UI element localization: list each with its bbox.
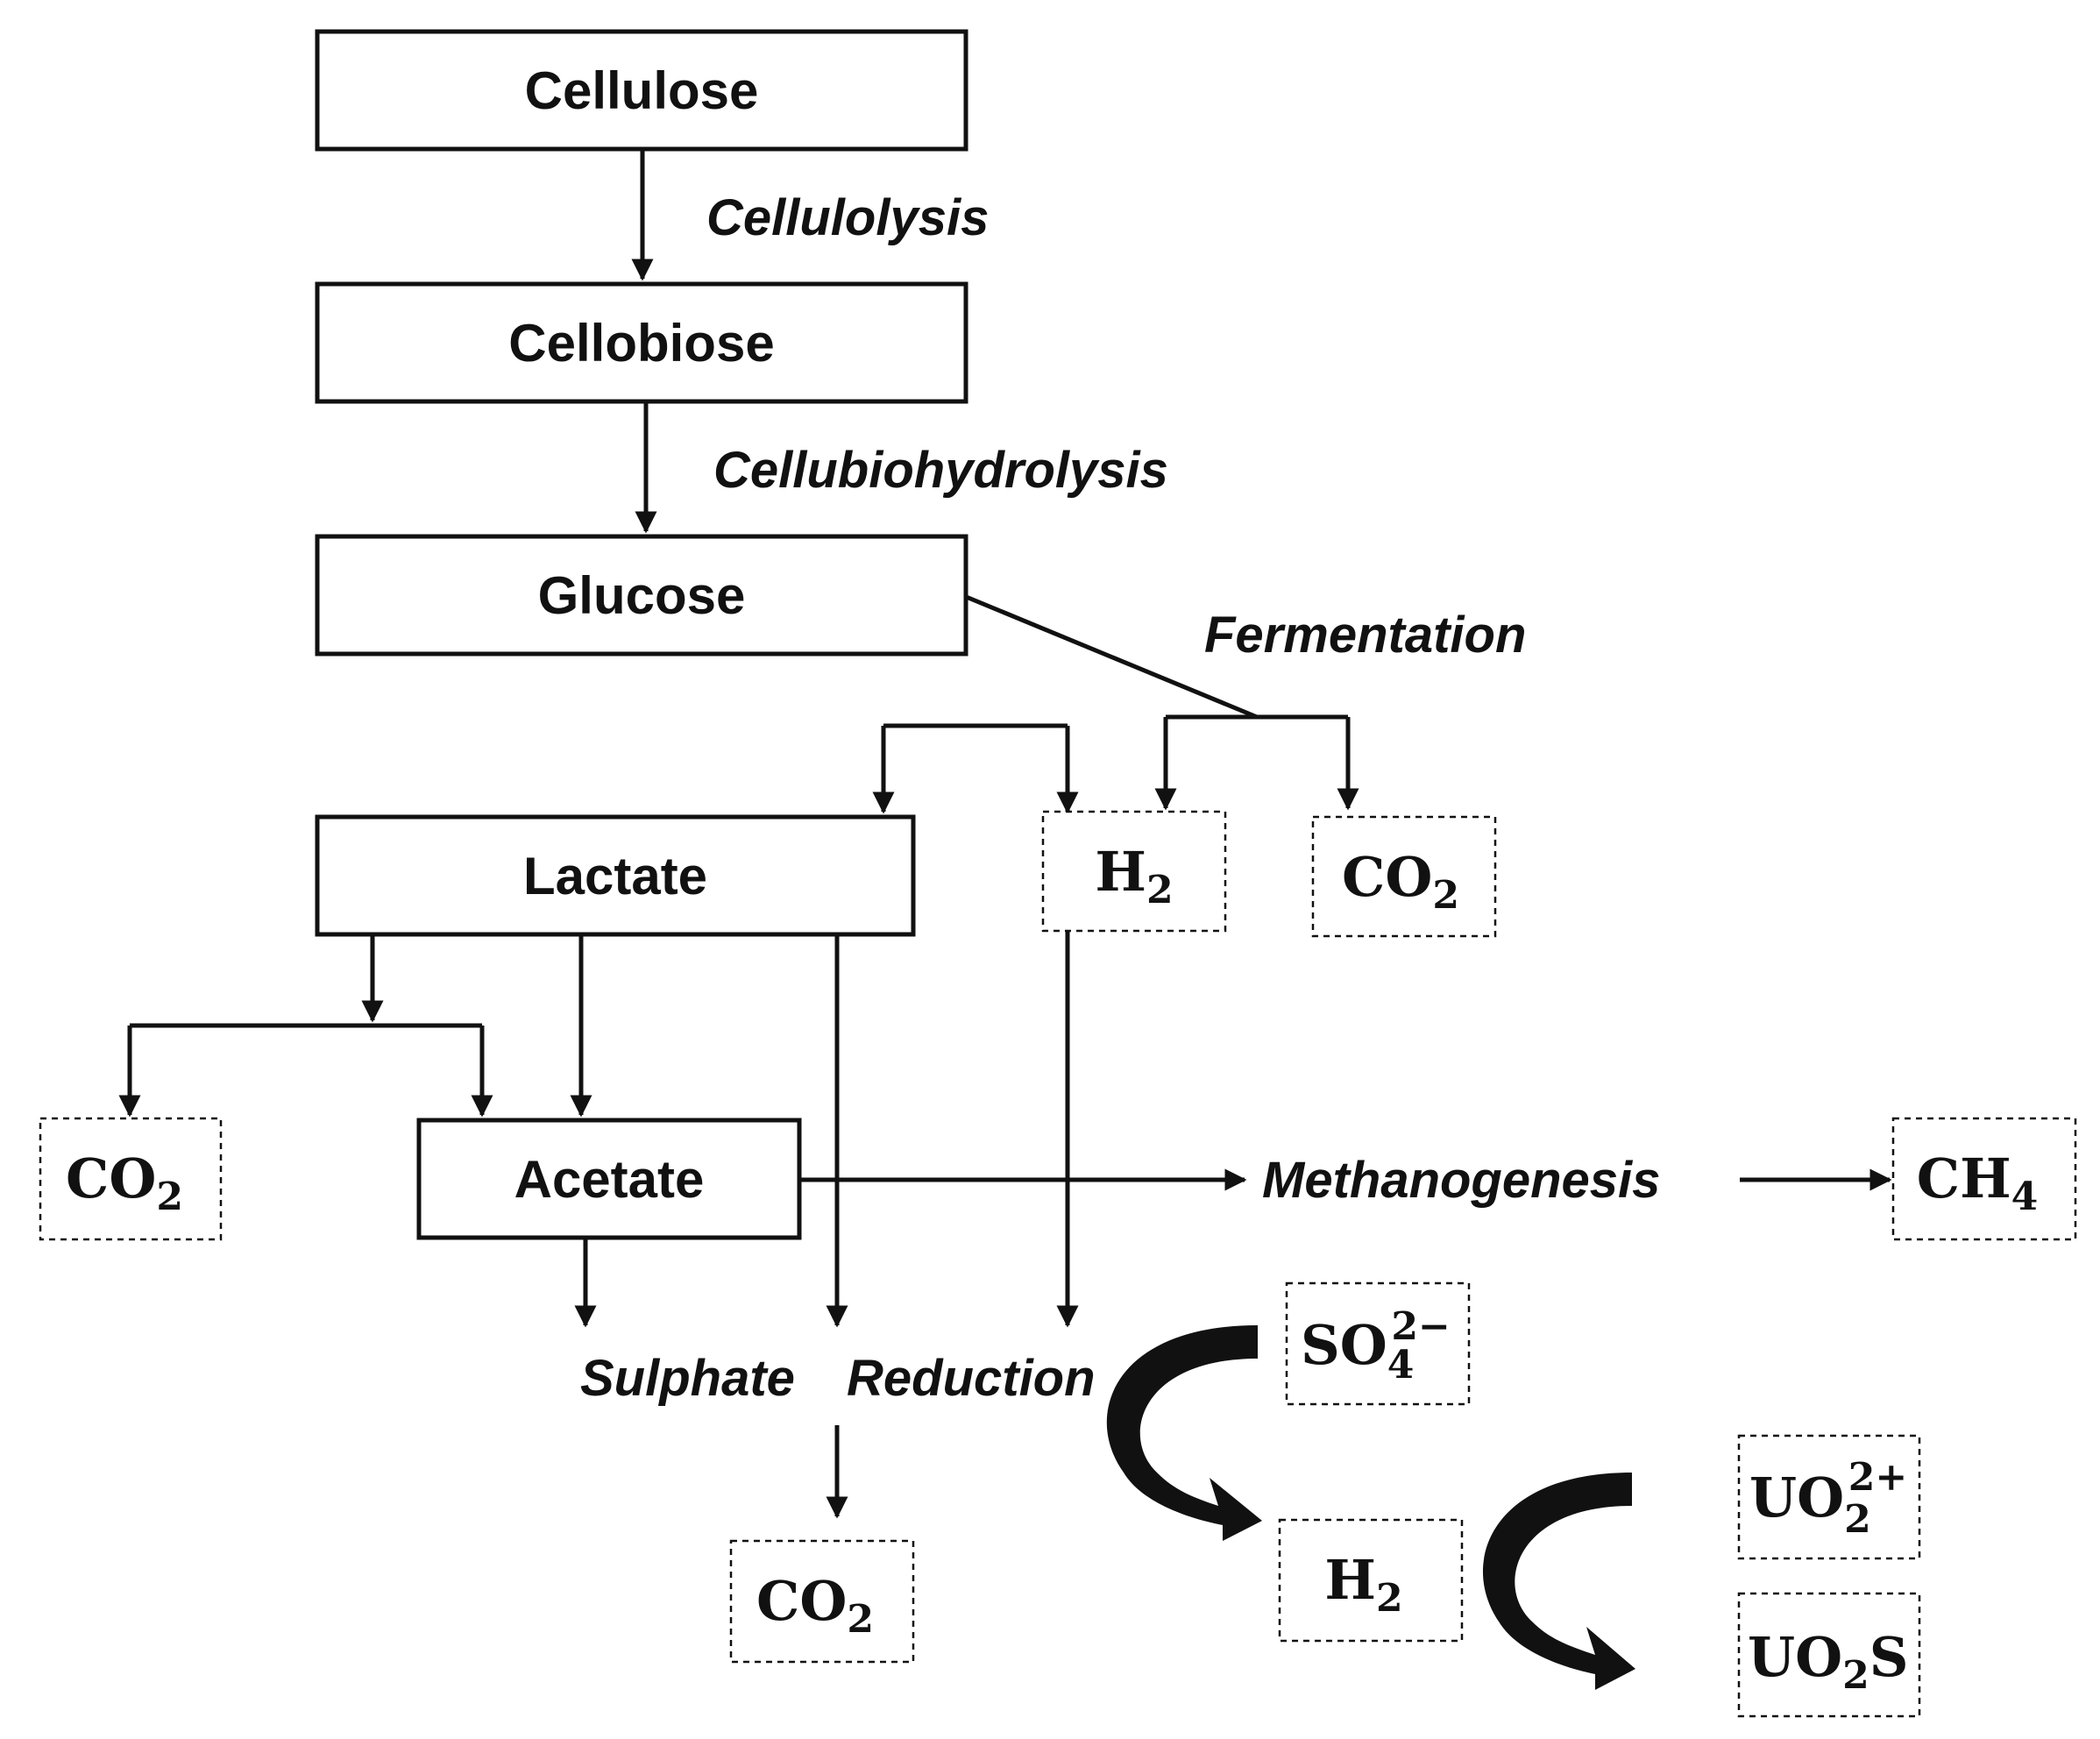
species-so4: SO42− xyxy=(1285,1281,1471,1406)
so4-base: SO xyxy=(1301,1313,1387,1377)
svg-text:UO22+: UO22+ xyxy=(1749,1455,1907,1542)
node-cellulose: Cellulose xyxy=(315,29,968,152)
uo2s-tail: S xyxy=(1869,1625,1909,1689)
species-h2-top: H2 xyxy=(1041,810,1227,933)
species-uo2s: UO2S xyxy=(1737,1592,1921,1718)
uo2-ion-sub: 2 xyxy=(1844,1497,1871,1542)
uo2-ion-sup: 2+ xyxy=(1848,1455,1907,1500)
h2-bottom-sub: 2 xyxy=(1376,1576,1403,1621)
process-cellulolysis: Cellulolysis xyxy=(706,189,989,246)
process-fermentation: Fermentation xyxy=(1204,607,1526,664)
node-lactate: Lactate xyxy=(315,814,916,937)
node-acetate: Acetate xyxy=(416,1118,802,1240)
co2-fermentation-base: CO xyxy=(1342,845,1432,909)
line-glucose-fermentation xyxy=(963,593,1258,720)
so4-sup: 2− xyxy=(1391,1304,1450,1349)
glucose-label: Glucose xyxy=(538,566,746,625)
svg-text:H2: H2 xyxy=(1324,1548,1402,1621)
svg-text:CO2: CO2 xyxy=(756,1569,874,1642)
species-co2-bottom: CO2 xyxy=(729,1539,915,1664)
species-co2-fermentation: CO2 xyxy=(1311,815,1497,938)
h2-top-base: H xyxy=(1095,840,1146,904)
uo2s-sub: 2 xyxy=(1842,1653,1869,1698)
svg-text:CH4: CH4 xyxy=(1917,1146,2039,1219)
species-uo2-ion: UO22+ xyxy=(1737,1434,1921,1560)
process-sulphate: Sulphate xyxy=(580,1350,795,1407)
uo2-ion-base: UO xyxy=(1749,1466,1844,1530)
svg-text:H2: H2 xyxy=(1095,840,1173,912)
node-glucose: Glucose xyxy=(315,534,968,657)
svg-text:UO2S: UO2S xyxy=(1748,1625,1908,1698)
h2-top-sub: 2 xyxy=(1146,868,1174,912)
species-co2-left: CO2 xyxy=(39,1117,223,1241)
svg-text:CO2: CO2 xyxy=(1342,845,1459,918)
co2-bottom-sub: 2 xyxy=(847,1597,874,1642)
ch4-sub: 4 xyxy=(2011,1175,2039,1219)
co2-fermentation-sub: 2 xyxy=(1432,873,1459,918)
co2-left-sub: 2 xyxy=(156,1175,183,1219)
curved-arrow-so4-h2 xyxy=(1106,1325,1262,1541)
svg-text:CO2: CO2 xyxy=(66,1146,183,1219)
uo2s-base: UO xyxy=(1748,1625,1842,1689)
process-cellubiohydrolysis: Cellubiohydrolysis xyxy=(713,442,1168,499)
process-methanogenesis: Methanogenesis xyxy=(1262,1152,1660,1209)
species-ch4: CH4 xyxy=(1891,1117,2077,1241)
acetate-label: Acetate xyxy=(514,1150,705,1209)
co2-bottom-base: CO xyxy=(756,1569,847,1633)
svg-text:SO42−: SO42− xyxy=(1301,1304,1451,1388)
lactate-label: Lactate xyxy=(523,847,707,905)
h2-bottom-base: H xyxy=(1324,1548,1376,1612)
connectors xyxy=(118,149,1892,1519)
curved-arrow-h2-uo2s xyxy=(1482,1473,1635,1690)
species-h2-bottom: H2 xyxy=(1278,1518,1464,1643)
process-reduction: Reduction xyxy=(847,1350,1096,1407)
node-cellobiose: Cellobiose xyxy=(315,281,968,404)
co2-left-base: CO xyxy=(66,1146,156,1210)
cellobiose-label: Cellobiose xyxy=(508,314,774,373)
so4-sub: 4 xyxy=(1387,1343,1415,1388)
ch4-base: CH xyxy=(1917,1146,2011,1210)
cellulose-label: Cellulose xyxy=(525,61,759,120)
